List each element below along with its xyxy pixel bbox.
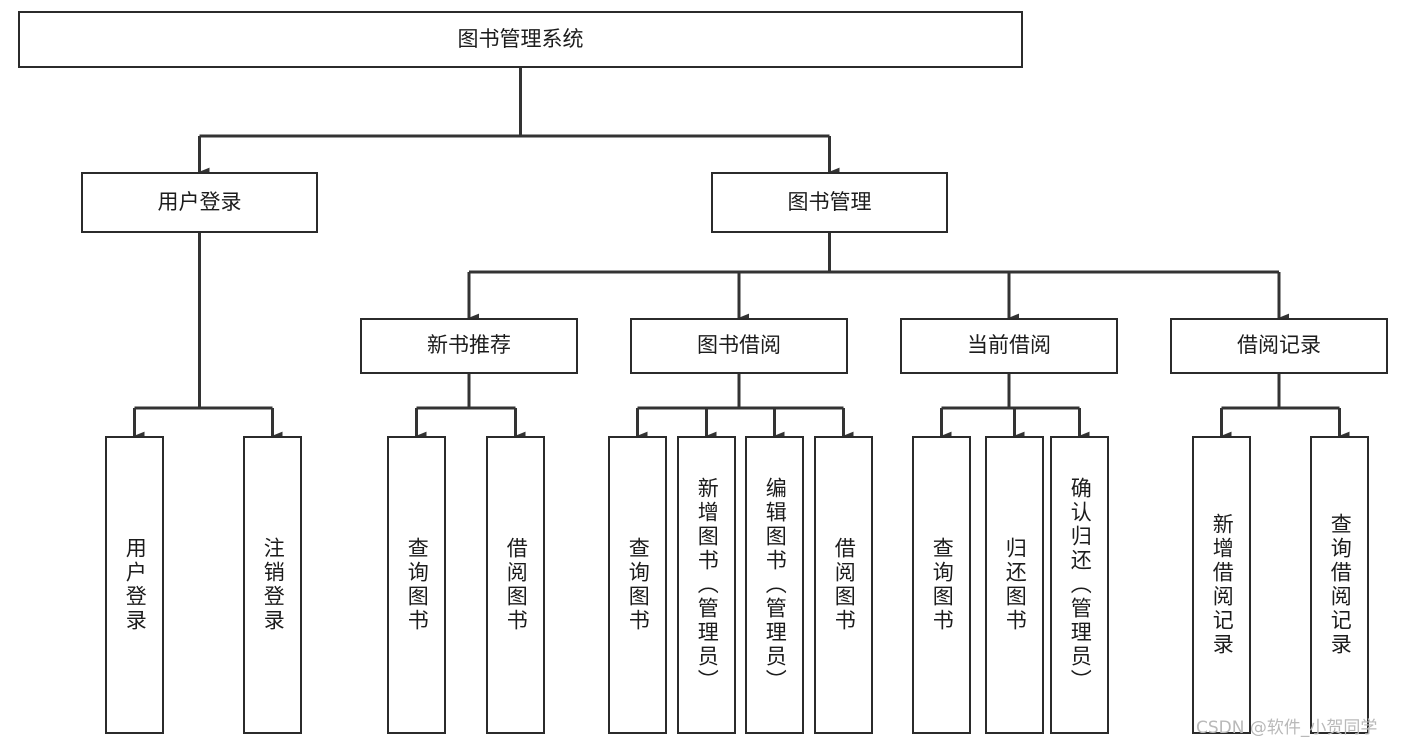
node-l3[interactable]: 查询图书 xyxy=(387,436,446,734)
csdn-watermark: CSDN @软件_小贺同学 xyxy=(1196,718,1378,738)
node-label: 编辑图书（管理员） xyxy=(763,477,788,693)
node-l12[interactable]: 新增借阅记录 xyxy=(1192,436,1251,734)
node-label: 当前借阅 xyxy=(967,333,1051,358)
node-l7[interactable]: 编辑图书（管理员） xyxy=(745,436,804,734)
node-root[interactable]: 图书管理系统 xyxy=(18,11,1023,68)
node-label: 查询图书 xyxy=(405,537,430,633)
node-label: 查询图书 xyxy=(626,537,651,633)
node-label: 用户登录 xyxy=(157,189,242,214)
node-bookmgmt[interactable]: 图书管理 xyxy=(711,172,948,233)
node-l4[interactable]: 借阅图书 xyxy=(486,436,545,734)
node-label: 图书管理系统 xyxy=(457,26,584,51)
node-label: 新增图书（管理员） xyxy=(695,477,720,693)
node-newbook[interactable]: 新书推荐 xyxy=(360,318,578,374)
node-record[interactable]: 借阅记录 xyxy=(1170,318,1388,374)
node-label: 查询借阅记录 xyxy=(1328,513,1353,657)
node-label: 新增借阅记录 xyxy=(1210,513,1235,657)
node-label: 归还图书 xyxy=(1003,537,1028,633)
node-current[interactable]: 当前借阅 xyxy=(900,318,1118,374)
node-label: 借阅记录 xyxy=(1237,333,1321,358)
node-label: 注销登录 xyxy=(261,537,286,633)
node-l8[interactable]: 借阅图书 xyxy=(814,436,873,734)
node-label: 图书借阅 xyxy=(697,333,781,358)
node-borrow[interactable]: 图书借阅 xyxy=(630,318,848,374)
node-label: 确认归还（管理员） xyxy=(1068,477,1093,693)
node-l9[interactable]: 查询图书 xyxy=(912,436,971,734)
node-l6[interactable]: 新增图书（管理员） xyxy=(677,436,736,734)
node-l1[interactable]: 用户登录 xyxy=(105,436,164,734)
node-label: 新书推荐 xyxy=(427,333,511,358)
node-label: 查询图书 xyxy=(930,537,955,633)
node-label: 用户登录 xyxy=(123,537,148,633)
node-l13[interactable]: 查询借阅记录 xyxy=(1310,436,1369,734)
node-label: 借阅图书 xyxy=(832,537,857,633)
node-label: 图书管理 xyxy=(787,189,872,214)
node-l11[interactable]: 确认归还（管理员） xyxy=(1050,436,1109,734)
node-l5[interactable]: 查询图书 xyxy=(608,436,667,734)
node-login[interactable]: 用户登录 xyxy=(81,172,318,233)
node-l10[interactable]: 归还图书 xyxy=(985,436,1044,734)
node-label: 借阅图书 xyxy=(504,537,529,633)
node-l2[interactable]: 注销登录 xyxy=(243,436,302,734)
